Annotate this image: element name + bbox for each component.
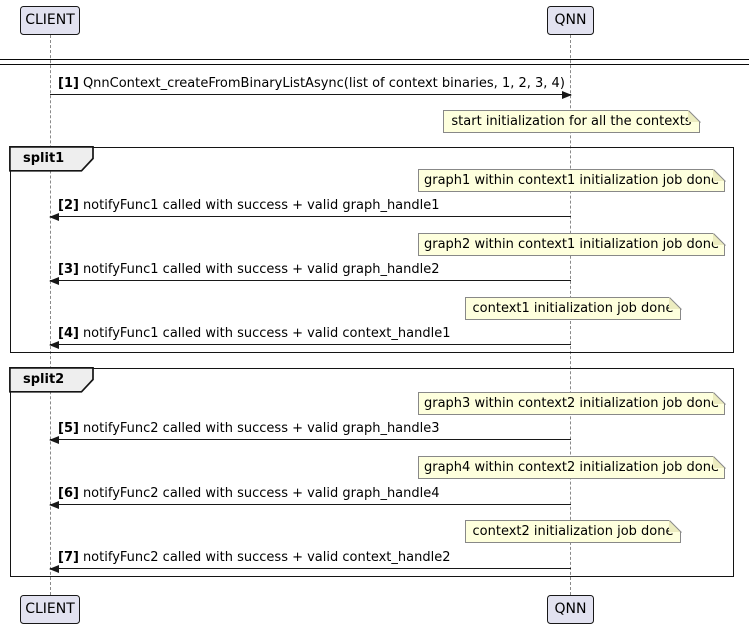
arrowhead-left-icon xyxy=(49,277,59,286)
message-6: [6]notifyFunc2 called with success + val… xyxy=(49,486,571,510)
message-1-text: QnnContext_createFromBinaryListAsync(lis… xyxy=(82,76,565,91)
arrowhead-left-icon xyxy=(49,565,59,574)
group-split2-header xyxy=(9,367,95,393)
message-5-line xyxy=(50,439,571,440)
message-7: [7]notifyFunc2 called with success + val… xyxy=(49,550,571,574)
message-3-label: [3]notifyFunc1 called with success + val… xyxy=(58,262,440,277)
arrowhead-right-icon xyxy=(562,91,572,100)
message-6-text: notifyFunc2 called with success + valid … xyxy=(82,486,440,501)
message-5-text: notifyFunc2 called with success + valid … xyxy=(82,421,440,436)
arrowhead-left-icon xyxy=(49,341,59,350)
arrowhead-left-icon xyxy=(49,501,59,510)
group-split2: split2 xyxy=(9,367,734,577)
note-start-initialization: start initialization for all the context… xyxy=(443,110,700,133)
message-1-seq: [1] xyxy=(58,76,79,91)
message-6-line xyxy=(50,504,571,505)
participant-client-top: CLIENT xyxy=(20,6,80,35)
message-6-seq: [6] xyxy=(58,486,79,501)
message-3-seq: [3] xyxy=(58,262,79,277)
participant-qnn-top: QNN xyxy=(547,6,594,35)
group-split1-header xyxy=(9,146,95,172)
message-5: [5]notifyFunc2 called with success + val… xyxy=(49,421,571,445)
participant-qnn-bottom: QNN xyxy=(547,595,594,624)
message-5-seq: [5] xyxy=(58,421,79,436)
note-graph4-done: graph4 within context2 initialization jo… xyxy=(418,456,725,479)
message-6-label: [6]notifyFunc2 called with success + val… xyxy=(58,486,440,501)
note-context2-done: context2 initialization job done xyxy=(465,520,681,543)
message-4-seq: [4] xyxy=(58,326,79,341)
message-7-line xyxy=(50,568,571,569)
message-7-label: [7]notifyFunc2 called with success + val… xyxy=(58,550,450,565)
group-split1: split1 xyxy=(9,146,734,353)
note-graph1-done: graph1 within context1 initialization jo… xyxy=(418,169,725,192)
message-3: [3]notifyFunc1 called with success + val… xyxy=(49,262,571,286)
message-2-seq: [2] xyxy=(58,198,79,213)
message-2-line xyxy=(50,216,571,217)
message-4-line xyxy=(50,344,571,345)
message-1-label: [1]QnnContext_createFromBinaryListAsync(… xyxy=(58,76,565,91)
message-4-label: [4]notifyFunc1 called with success + val… xyxy=(58,326,450,341)
participant-client-bottom: CLIENT xyxy=(20,595,80,624)
message-4: [4]notifyFunc1 called with success + val… xyxy=(49,326,571,350)
message-2-label: [2]notifyFunc1 called with success + val… xyxy=(58,198,440,213)
message-5-label: [5]notifyFunc2 called with success + val… xyxy=(58,421,440,436)
message-7-text: notifyFunc2 called with success + valid … xyxy=(82,550,451,565)
message-2: [2]notifyFunc1 called with success + val… xyxy=(49,198,571,222)
message-4-text: notifyFunc1 called with success + valid … xyxy=(82,326,451,341)
arrowhead-left-icon xyxy=(49,213,59,222)
message-3-text: notifyFunc1 called with success + valid … xyxy=(82,262,440,277)
lifeline-client xyxy=(50,35,51,595)
group-split2-label: split2 xyxy=(23,372,65,387)
group-split1-label: split1 xyxy=(23,151,65,166)
divider-line xyxy=(0,59,749,65)
message-1-line xyxy=(50,94,571,95)
message-3-line xyxy=(50,280,571,281)
message-7-seq: [7] xyxy=(58,550,79,565)
note-graph2-done: graph2 within context1 initialization jo… xyxy=(418,233,725,256)
message-2-text: notifyFunc1 called with success + valid … xyxy=(82,198,440,213)
note-context1-done: context1 initialization job done xyxy=(465,297,681,320)
note-graph3-done: graph3 within context2 initialization jo… xyxy=(418,392,725,415)
message-1: [1]QnnContext_createFromBinaryListAsync(… xyxy=(50,76,572,100)
arrowhead-left-icon xyxy=(49,436,59,445)
